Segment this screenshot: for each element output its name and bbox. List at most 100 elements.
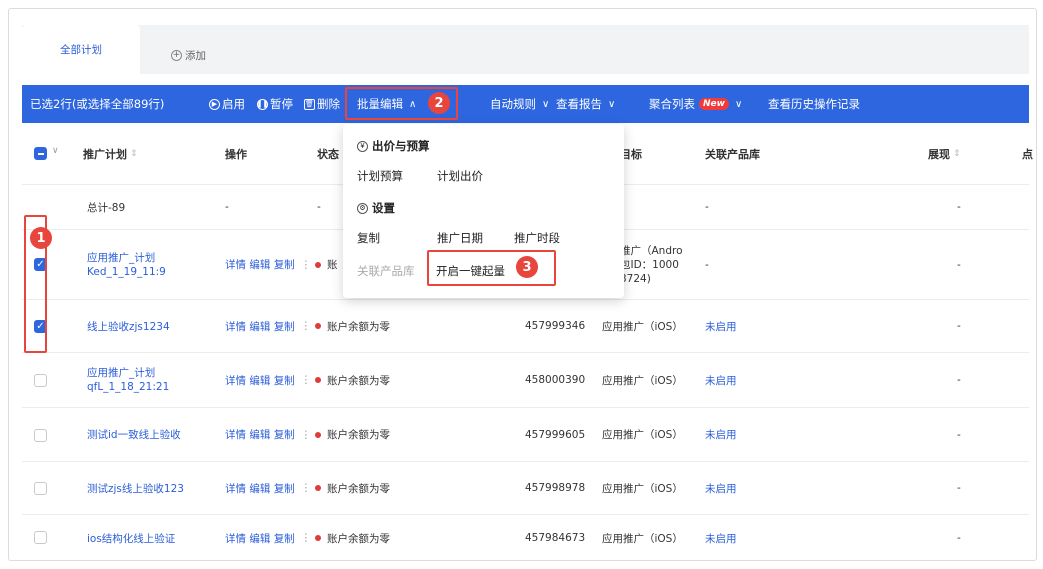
plan-name-link[interactable]: 测试id一致线上验收 (87, 429, 181, 441)
history-link[interactable]: 查看历史操作记录 (768, 97, 860, 111)
detail-link[interactable]: 详情 (225, 259, 246, 271)
pause-button[interactable]: ❚❚ 暂停 (257, 85, 293, 123)
col-plan[interactable]: 推广计划⇕ (83, 123, 138, 185)
edit-link[interactable]: 编辑 (249, 532, 271, 545)
highlight-batch-edit (345, 87, 458, 120)
summary-plan: 总计-89 (87, 201, 126, 214)
pause-circle-icon: ❚❚ (256, 98, 269, 110)
more-icon[interactable]: ⋮ (300, 320, 312, 332)
impressions-cell: - (957, 532, 961, 544)
edit-link[interactable]: 编辑 (249, 374, 271, 387)
detail-link[interactable]: 详情 (225, 374, 246, 387)
product-lib-cell[interactable]: 未启用 (705, 532, 737, 545)
edit-link[interactable]: 编辑 (249, 429, 271, 441)
view-report-label: 查看报告 (556, 97, 602, 111)
summary-status: - (317, 201, 321, 213)
menu-item-promo-period[interactable]: 推广时段 (514, 231, 560, 245)
auto-rules-button[interactable]: 自动规则 ∨ (490, 85, 549, 123)
yen-circle-icon: ¥ (357, 140, 368, 152)
sort-icon: ⇕ (130, 149, 138, 159)
col-impressions[interactable]: 展现⇕ (928, 123, 961, 185)
menu-item-one-click-boost[interactable]: 开启一键起量 (436, 264, 505, 278)
more-icon[interactable]: ⋮ (300, 428, 312, 441)
impressions-cell: - (957, 482, 961, 494)
product-lib-cell[interactable]: 未启用 (705, 482, 737, 495)
copy-link[interactable]: 复制 (273, 532, 295, 545)
edit-link[interactable]: 编辑 (249, 259, 271, 271)
tab-strip (22, 25, 1029, 74)
copy-link[interactable]: 复制 (273, 320, 295, 333)
more-icon[interactable]: ⋮ (300, 482, 312, 494)
target-cell: 应用推广（iOS） (602, 374, 683, 387)
select-all-checkbox[interactable] (34, 147, 47, 160)
settings-section: ⚙ 设置 (357, 200, 395, 216)
trash-icon: 🗑 (304, 98, 315, 110)
table-row: ✓ 应用推广_计划Ked_1_19_11:9 详情 编辑 复制 ⋮ 账 推广（A… (22, 230, 1029, 300)
row-actions: 详情 编辑 复制 ⋮ (225, 515, 311, 561)
target-cell: 应用推广（iOS） (602, 429, 683, 441)
more-icon[interactable]: ⋮ (300, 374, 312, 386)
col-target: 目标 (620, 148, 642, 161)
plan-name-link[interactable]: 线上验收zjs1234 (87, 320, 170, 333)
more-icon[interactable]: ⋮ (300, 532, 312, 544)
summary-product-lib: - (705, 201, 709, 213)
col-status: 状态 (317, 148, 339, 161)
row-checkbox[interactable] (34, 374, 47, 387)
menu-item-copy[interactable]: 复制 (357, 231, 380, 245)
detail-link[interactable]: 详情 (225, 429, 246, 441)
detail-link[interactable]: 详情 (225, 320, 246, 333)
enable-button[interactable]: ▶ 启用 (209, 85, 245, 123)
row-actions: 详情 编辑 复制 ⋮ (225, 408, 311, 461)
plan-name-link[interactable]: 应用推广_计划qfL_1_18_21:21 (87, 367, 170, 393)
batch-edit-button[interactable]: 批量编辑 ∧ (357, 85, 416, 123)
chevron-down-icon[interactable]: ∨ (52, 146, 59, 156)
add-tab-button[interactable]: + 添加 (171, 48, 206, 63)
col-plan-label: 推广计划 (83, 148, 127, 161)
product-lib-cell[interactable]: 未启用 (705, 374, 737, 387)
aggregate-list-button[interactable]: 聚合列表 New ∨ (649, 85, 742, 123)
row-checkbox[interactable] (34, 531, 47, 544)
id-cell: 457984673 (525, 532, 586, 544)
product-lib-cell[interactable]: 未启用 (705, 320, 737, 333)
copy-link[interactable]: 复制 (273, 374, 295, 387)
pause-label: 暂停 (270, 97, 293, 111)
menu-item-plan-budget[interactable]: 计划预算 (357, 169, 403, 183)
copy-link[interactable]: 复制 (273, 259, 295, 271)
status-cell: 账户余额为零 (315, 353, 390, 407)
plan-name-link[interactable]: ios结构化线上验证 (87, 532, 176, 545)
status-cell: 账 (315, 230, 338, 299)
batch-toolbar: 已选2行(或选择全部89行) ▶ 启用 ❚❚ 暂停 🗑 删除 批量编辑 ∧ 自动… (22, 85, 1029, 123)
col-impressions-label: 展现 (928, 148, 950, 161)
copy-link[interactable]: 复制 (273, 429, 295, 441)
detail-link[interactable]: 详情 (225, 532, 246, 545)
detail-link[interactable]: 详情 (225, 482, 246, 495)
menu-item-plan-bid[interactable]: 计划出价 (437, 169, 483, 183)
status-text: 账户余额为零 (327, 374, 390, 387)
new-badge: New (699, 98, 729, 110)
plan-name-link[interactable]: 应用推广_计划Ked_1_19_11:9 (87, 251, 166, 278)
add-tab-label: 添加 (185, 50, 206, 62)
chevron-up-icon: ∧ (409, 98, 417, 110)
row-checkbox[interactable] (34, 429, 47, 442)
row-checkbox[interactable] (34, 482, 47, 495)
edit-link[interactable]: 编辑 (249, 320, 271, 333)
delete-button[interactable]: 🗑 删除 (304, 85, 340, 123)
impressions-cell: - (957, 428, 961, 441)
tab-all-plans[interactable]: 全部计划 (22, 25, 140, 74)
menu-item-promo-date[interactable]: 推广日期 (437, 231, 483, 245)
bid-budget-title: 出价与预算 (372, 139, 430, 153)
product-lib-cell[interactable]: 未启用 (705, 429, 737, 441)
selected-count-text[interactable]: 已选2行(或选择全部89行) (30, 97, 165, 111)
status-dot (315, 261, 321, 268)
col-product-lib: 关联产品库 (705, 148, 760, 161)
view-report-button[interactable]: 查看报告 ∨ (556, 85, 615, 123)
gear-icon: ⚙ (357, 202, 368, 214)
copy-link[interactable]: 复制 (273, 482, 295, 495)
edit-link[interactable]: 编辑 (249, 482, 271, 495)
more-icon[interactable]: ⋮ (300, 258, 312, 271)
chevron-down-icon: ∨ (734, 98, 743, 110)
target-cell: 应用推广（iOS） (602, 532, 683, 545)
highlight-checkboxes (24, 215, 47, 353)
status-dot (315, 485, 321, 491)
plan-name-link[interactable]: 测试zjs线上验收123 (87, 482, 184, 495)
